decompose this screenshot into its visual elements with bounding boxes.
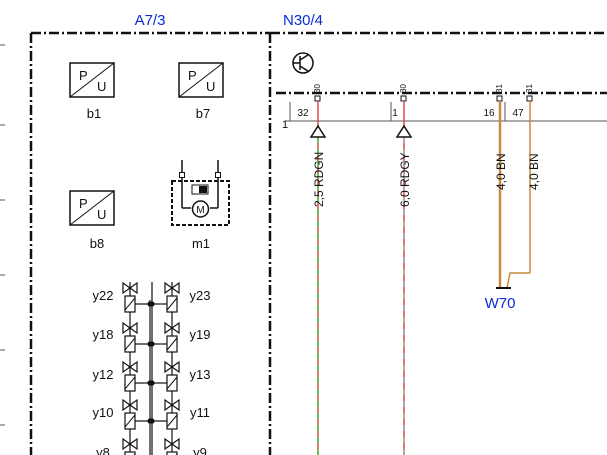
solenoid-valve-symbol — [122, 281, 138, 313]
solenoid-valve-symbol — [164, 437, 180, 455]
motor-m1: M — [171, 160, 230, 226]
sensor-b7-p: P — [188, 68, 197, 83]
valve-y8: y8 — [96, 445, 110, 455]
plug-terminals — [314, 95, 533, 102]
label-b1: b1 — [87, 106, 101, 121]
transistor-icon — [292, 52, 314, 74]
module-label-n30-4: N30/4 — [283, 12, 323, 29]
pin-16: 16 — [483, 108, 495, 119]
solenoid-valve-symbol — [122, 437, 138, 455]
valve-y12: y12 — [93, 367, 114, 382]
wire-label-bn-47: 4,0 BN — [527, 153, 541, 190]
wire-label-rdgy: 6,0 RDGY — [398, 152, 412, 207]
solenoid-valve-symbol — [122, 398, 138, 430]
sensor-b7: P U — [178, 62, 224, 98]
label-m1: m1 — [192, 236, 210, 251]
valve-y22: y22 — [93, 288, 114, 303]
valve-y23: y23 — [190, 288, 211, 303]
label-b8: b8 — [90, 236, 104, 251]
module-n30-4-border — [270, 31, 607, 95]
wire-label-rdgn: 2,5 RDGN — [312, 152, 326, 207]
valve-y13: y13 — [190, 367, 211, 382]
solenoid-valve-symbol — [164, 321, 180, 353]
sensor-b8-p: P — [79, 196, 88, 211]
solenoid-valve-block — [122, 281, 180, 455]
pin-1: 1 — [392, 108, 398, 119]
module-label-a7-3: A7/3 — [135, 12, 166, 29]
sensor-b1-u: U — [97, 79, 106, 94]
pin-47: 47 — [512, 108, 524, 119]
connector-strip — [285, 102, 607, 122]
solenoid-valve-symbol — [164, 398, 180, 430]
plug-label-31-a: 31 — [495, 84, 504, 93]
ground-point-w70: W70 — [485, 295, 516, 312]
wire-label-bn-16: 4,0 BN — [494, 153, 508, 190]
wire-bn-47 — [506, 101, 531, 289]
label-b7: b7 — [196, 106, 210, 121]
left-margin-ticks — [0, 44, 5, 426]
connector-side-label: 1 — [282, 119, 288, 131]
plug-label-30-a: 30 — [313, 84, 322, 93]
wire-rdgy — [395, 101, 413, 455]
sensor-b1: P U — [69, 62, 115, 98]
module-a7-3-border — [29, 31, 272, 455]
solenoid-valve-symbol — [122, 360, 138, 392]
motor-symbol-m: M — [196, 205, 204, 216]
plug-label-31-b: 31 — [525, 84, 534, 93]
plug-label-30-b: 30 — [399, 84, 408, 93]
solenoid-valve-symbol — [164, 281, 180, 313]
sensor-b7-u: U — [206, 79, 215, 94]
wire-rdgn — [309, 101, 327, 455]
sensor-b8-u: U — [97, 207, 106, 222]
valve-y10: y10 — [93, 405, 114, 420]
valve-y18: y18 — [93, 327, 114, 342]
sensor-b8: P U — [69, 190, 115, 226]
pin-32: 32 — [297, 108, 309, 119]
solenoid-valve-symbol — [122, 321, 138, 353]
valve-y9: y9 — [193, 445, 207, 455]
solenoid-valve-symbol — [164, 360, 180, 392]
sensor-b1-p: P — [79, 68, 88, 83]
valve-y11: y11 — [190, 405, 210, 420]
valve-y19: y19 — [190, 327, 211, 342]
